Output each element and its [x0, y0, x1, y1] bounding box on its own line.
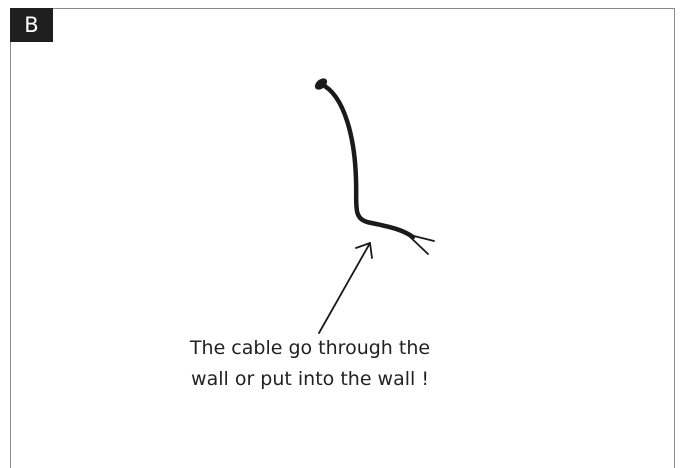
pointer-arrow-shaft	[319, 243, 370, 333]
annotation-caption: The cable go through the wall or put int…	[160, 333, 460, 395]
caption-line-2: wall or put into the wall !	[160, 364, 460, 395]
caption-line-1: The cable go through the	[160, 333, 460, 364]
cable-line	[321, 84, 413, 237]
pointer-arrow-head	[356, 243, 372, 258]
